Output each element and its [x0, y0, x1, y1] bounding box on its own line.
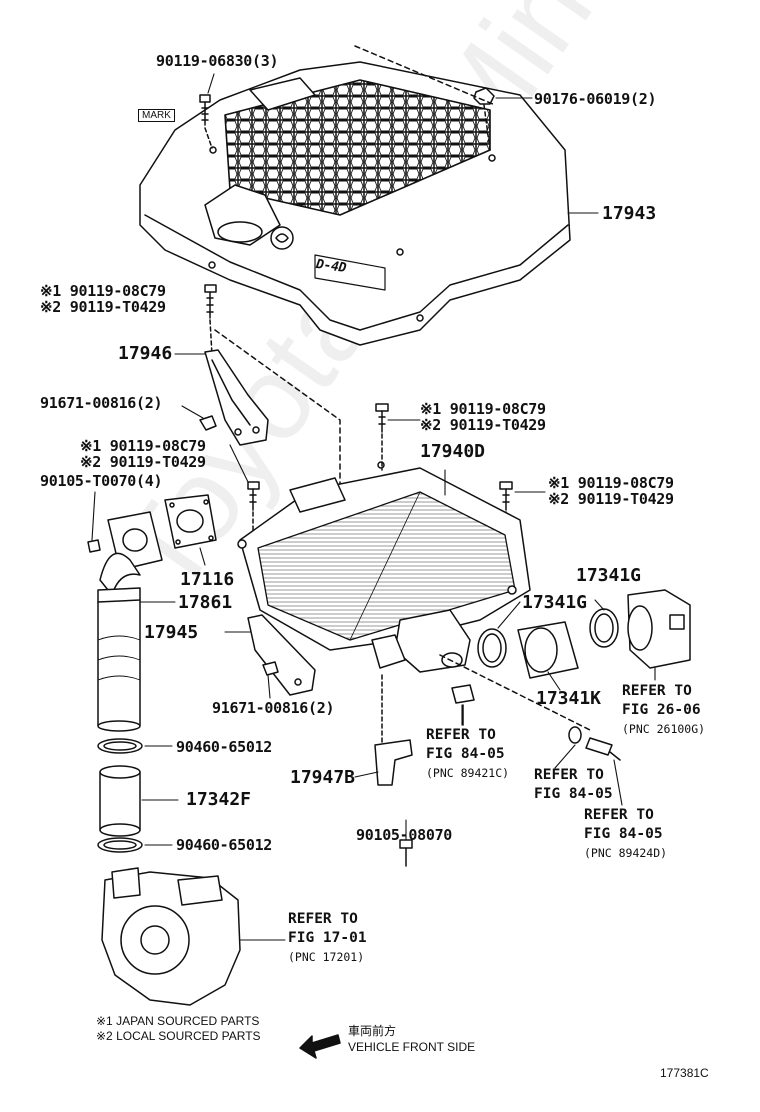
part-number-90119-T0429-a: ※2 90119-T0429 — [40, 298, 166, 316]
turbocharger — [101, 867, 241, 1006]
note-local-sourced: ※2 LOCAL SOURCED PARTS — [96, 1029, 261, 1043]
refer-fig-26-06-pnc: (PNC 26100G) — [622, 722, 706, 736]
refer-fig-84-05-a-pnc: (PNC 89421C) — [426, 766, 510, 780]
front-direction-arrow — [299, 1034, 341, 1059]
direction-label-en: VEHICLE FRONT SIDE — [348, 1040, 476, 1054]
part-number-90119-08C79-c: ※1 90119-08C79 — [80, 437, 206, 455]
pipe-elbow — [87, 511, 163, 596]
sensor-89421C — [451, 684, 475, 726]
refer-fig-84-05-c: REFER TO FIG 84-05 (PNC 89424D) — [584, 806, 667, 863]
clamp-90460-lower — [97, 837, 143, 853]
refer-fig-26-06-line1: REFER TO — [622, 683, 692, 699]
guide-line-bracket — [214, 329, 341, 501]
refer-fig-84-05-a-line1: REFER TO — [426, 727, 496, 743]
part-number-90119-08C79-b: ※1 90119-08C79 — [420, 400, 546, 418]
part-number-17945: 17945 — [144, 622, 199, 643]
part-number-17943: 17943 — [602, 203, 657, 224]
part-number-90105-08070: 90105-08070 — [356, 826, 453, 844]
engine-cover-17943 — [139, 61, 571, 346]
part-number-17342F: 17342F — [186, 789, 252, 810]
refer-fig-17-01-pnc: (PNC 17201) — [288, 950, 365, 964]
part-number-90176-06019: 90176-06019(2) — [534, 90, 657, 108]
clamp-17341G-a — [477, 628, 507, 668]
refer-fig-84-05-c-line2: FIG 84-05 — [584, 826, 663, 842]
hose-17861 — [97, 587, 141, 732]
note-japan-sourced: ※1 JAPAN SOURCED PARTS — [96, 1014, 260, 1028]
refer-fig-17-01-line1: REFER TO — [288, 911, 358, 927]
part-number-90119-T0429-b: ※2 90119-T0429 — [420, 416, 546, 434]
intercooler-17940D — [237, 461, 531, 673]
refer-fig-84-05-a-line2: FIG 84-05 — [426, 746, 505, 762]
part-number-90119-08C79-d: ※1 90119-08C79 — [548, 474, 674, 492]
part-number-17341G-left: 17341G — [522, 592, 588, 613]
bracket-17946 — [199, 349, 269, 446]
part-number-91671-00816-lower: 91671-00816(2) — [212, 699, 335, 717]
figure-code: 177381C — [660, 1066, 709, 1080]
leader-lines — [91, 73, 656, 941]
part-number-17940D: 17940D — [420, 441, 486, 462]
part-number-90460-65012-upper: 90460-65012 — [176, 738, 273, 756]
bracket-17947B — [374, 674, 413, 786]
throttle-body — [627, 589, 691, 669]
refer-fig-26-06: REFER TO FIG 26-06 (PNC 26100G) — [622, 682, 705, 739]
refer-fig-84-05-b-line2: FIG 84-05 — [534, 786, 613, 802]
refer-fig-17-01: REFER TO FIG 17-01 (PNC 17201) — [288, 910, 367, 967]
part-number-17946: 17946 — [118, 343, 173, 364]
part-number-17341K: 17341K — [536, 688, 602, 709]
sensor-89424D — [585, 737, 621, 761]
refer-fig-84-05-c-pnc: (PNC 89424D) — [584, 846, 668, 860]
refer-fig-84-05-b: REFER TO FIG 84-05 — [534, 766, 613, 804]
part-number-90119-08C79-a: ※1 90119-08C79 — [40, 282, 166, 300]
refer-fig-84-05-b-line1: REFER TO — [534, 767, 604, 783]
part-number-90119-T0429-d: ※2 90119-T0429 — [548, 490, 674, 508]
direction-label-jp: 車両前方 — [348, 1024, 397, 1038]
bolt-90119-06830 — [199, 94, 213, 149]
refer-fig-84-05-c-line1: REFER TO — [584, 807, 654, 823]
part-number-91671-00816-upper: 91671-00816(2) — [40, 394, 163, 412]
washer-right — [568, 726, 582, 744]
cover-guide-line — [354, 45, 496, 106]
bracket-17945 — [247, 614, 316, 696]
refer-fig-26-06-line2: FIG 26-06 — [622, 702, 701, 718]
refer-fig-84-05-a: REFER TO FIG 84-05 (PNC 89421C) — [426, 726, 509, 783]
clamp-90460-upper — [97, 738, 143, 754]
part-number-17947B: 17947B — [290, 767, 356, 788]
flange-17116 — [164, 494, 217, 549]
bolt-90105-08070 — [399, 839, 413, 867]
bolt-left-upper — [204, 284, 217, 356]
clamp-17341G-b — [589, 608, 619, 648]
part-number-90460-65012-lower: 90460-65012 — [176, 836, 273, 854]
mark-label: MARK — [138, 109, 175, 122]
part-number-17116: 17116 — [180, 569, 235, 590]
hose-17341K — [517, 621, 579, 679]
part-number-17861: 17861 — [178, 592, 233, 613]
part-number-17341G-right: 17341G — [576, 565, 642, 586]
part-number-90119-06830: 90119-06830(3) — [156, 52, 279, 70]
refer-fig-17-01-line2: FIG 17-01 — [288, 930, 367, 946]
part-number-90119-T0429-c: ※2 90119-T0429 — [80, 453, 206, 471]
guide-line-sensor — [439, 654, 591, 731]
hose-17342F — [99, 765, 141, 837]
bolt-mid-center — [375, 403, 389, 471]
part-number-90105-T0070: 90105-T0070(4) — [40, 472, 163, 490]
nut-90176-06019 — [473, 87, 495, 151]
